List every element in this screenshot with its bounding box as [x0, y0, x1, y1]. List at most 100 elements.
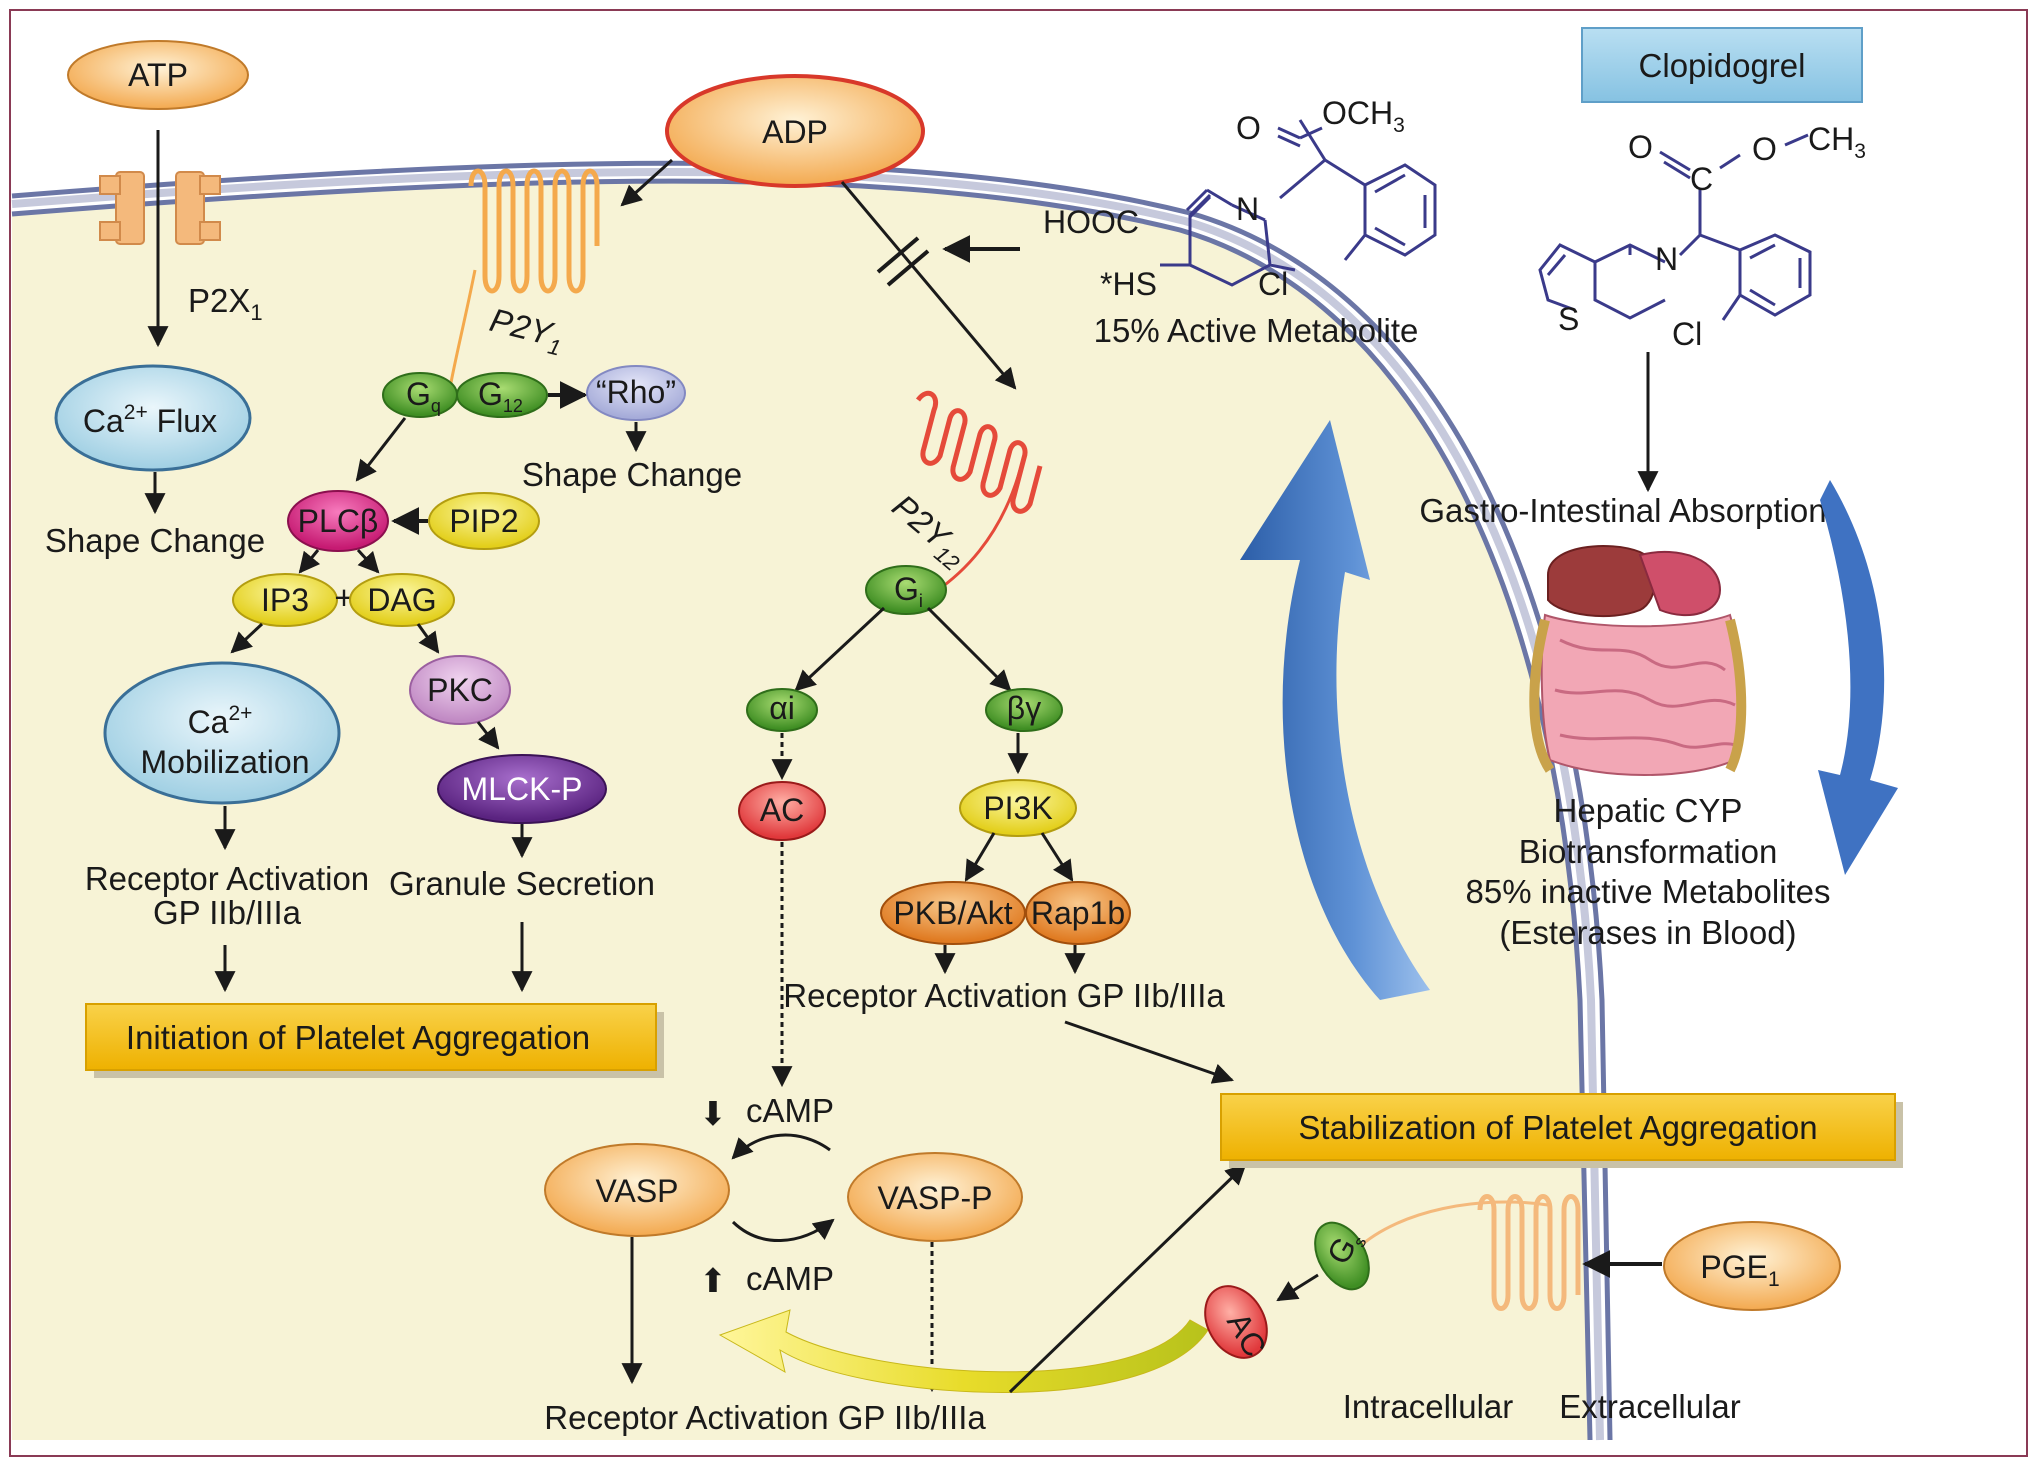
vasp-p-node — [847, 1152, 1023, 1242]
gp-iib-iiia-1: GP IIb/IIIa — [153, 894, 302, 931]
p2y12-receptor — [915, 390, 1043, 514]
granule-secretion: Granule Secretion — [389, 865, 655, 902]
plcb-node — [287, 490, 389, 552]
stabilization-label: Stabilization of Platelet Aggregation — [1298, 1109, 1817, 1146]
chem-clopi-o2: O — [1752, 131, 1777, 167]
rap1b-label: Rap1b — [1031, 895, 1125, 931]
ip3-node — [232, 573, 338, 627]
pi3k-node — [959, 779, 1077, 837]
gi-to-beta-arrow — [926, 606, 1012, 692]
gs-to-ac-arrow — [1276, 1273, 1319, 1302]
ca-mobilization-node — [103, 661, 341, 805]
receptor-activation-2: Receptor Activation GP IIb/IIIa — [783, 977, 1225, 1014]
receptor-activation-1: Receptor Activation — [85, 860, 369, 897]
ca-mobilization-line2: Mobilization — [141, 744, 310, 780]
vasp-label: VASP — [596, 1173, 679, 1209]
pkc-label: PKC — [427, 672, 493, 708]
gq-label: Gq — [406, 376, 441, 416]
hepatic-line1: Hepatic CYP — [1554, 792, 1743, 829]
block-bar-1 — [876, 236, 920, 274]
plus-sign: + — [334, 579, 353, 616]
ca-flux-label: Ca2+ Flux — [83, 401, 217, 439]
chem-clopi-o1: O — [1628, 129, 1653, 165]
pip2-label: PIP2 — [449, 503, 518, 539]
p2y1-receptor — [468, 168, 600, 294]
plcb-to-dag-arrow — [356, 548, 380, 574]
initiation-label: Initiation of Platelet Aggregation — [126, 1019, 590, 1056]
pkc-to-mlck-arrow — [476, 721, 500, 750]
mlck-label: MLCK-P — [462, 771, 583, 807]
gi-to-alpha-arrow — [794, 606, 886, 692]
atp-label: ATP — [128, 57, 188, 93]
pge1-receptor — [1477, 1194, 1581, 1311]
ac-label-1: AC — [760, 792, 804, 828]
receptor-3-to-stabilization-arrow — [1008, 1163, 1247, 1394]
chem-active-hooc: HOOC — [1043, 204, 1139, 240]
pip2-node — [428, 492, 540, 550]
chem-clopi-n: N — [1655, 241, 1678, 277]
pge1-receptor-tail — [1356, 1200, 1549, 1250]
chem-active-o: O — [1236, 110, 1261, 146]
pkc-node — [409, 655, 511, 725]
adp-node — [665, 74, 925, 188]
clopidogrel-structure — [1538, 133, 1812, 321]
chem-clopi-c: C — [1690, 161, 1713, 197]
chem-active-hs: *HS — [1100, 266, 1157, 302]
initiation-box — [85, 1003, 657, 1071]
chem-active-cl: Cl — [1258, 266, 1288, 302]
adp-to-p2y12-arrow — [840, 181, 1017, 390]
ip3-label: IP3 — [261, 582, 309, 618]
chem-active-och3: OCH3 — [1322, 95, 1405, 137]
stabilization-box — [1220, 1093, 1896, 1161]
gi-label: Gi — [894, 571, 923, 611]
adp-label: ADP — [762, 114, 828, 150]
pkb-label: PKB/Akt — [893, 895, 1012, 931]
dag-node — [349, 573, 455, 627]
ca-flux-node — [54, 364, 252, 472]
ca-mobilization-line1: Ca2+ — [188, 702, 253, 740]
hepatic-line2: Biotransformation — [1519, 833, 1778, 870]
block-bar-2 — [886, 249, 930, 287]
gq-to-plcb-arrow — [355, 417, 407, 482]
ip3-to-ca-arrow — [230, 622, 264, 654]
active-metabolite-structure — [1160, 119, 1437, 287]
chem-clopi-cl: Cl — [1672, 316, 1702, 352]
clopidogrel-box — [1581, 27, 1863, 103]
camp-cycle-top-arrow — [731, 1133, 831, 1160]
chem-active-n: N — [1236, 191, 1259, 227]
active-metabolite-label: 15% Active Metabolite — [1094, 312, 1419, 349]
pi3k-to-pkb-arrow — [964, 832, 996, 882]
g12-label: G12 — [478, 376, 523, 416]
extracellular-label: Extracellular — [1559, 1388, 1741, 1425]
adp-to-p2y1-arrow — [620, 158, 674, 207]
gi-absorption-label: Gastro-Intestinal Absorption — [1419, 492, 1826, 529]
gi-node — [865, 565, 947, 615]
camp-down-arrow: ⬇ — [699, 1095, 727, 1132]
g12-node — [456, 372, 548, 418]
vasp-node — [544, 1143, 730, 1237]
shape-change-1: Shape Change — [45, 522, 265, 559]
pi3k-to-rap-arrow — [1040, 832, 1074, 882]
receptor-2-to-stabilization-arrow — [1064, 1020, 1234, 1084]
vasp-p-label: VASP-P — [878, 1180, 993, 1216]
membrane-inner — [11, 178, 1593, 1441]
p2x1-channel — [99, 171, 221, 245]
intracellular-label: Intracellular — [1343, 1388, 1514, 1425]
mlck-node — [437, 754, 607, 824]
pge1-node — [1663, 1221, 1841, 1311]
hepatic-line4: (Esterases in Blood) — [1499, 914, 1796, 951]
camp-cycle-bottom-arrow — [731, 1218, 835, 1242]
clopidogrel-label: Clopidogrel — [1639, 47, 1806, 84]
hepatic-line3: 85% inactive Metabolites — [1465, 873, 1830, 910]
p2x1-label: P2X1 — [188, 282, 263, 325]
plcb-label: PLCβ — [298, 503, 379, 539]
camp-up-arrow: ⬆ — [699, 1262, 727, 1299]
rho-label: “Rho” — [596, 374, 676, 410]
pge1-label: PGE1 — [1700, 1249, 1779, 1291]
receptor-activation-3: Receptor Activation GP IIb/IIIa — [544, 1399, 986, 1436]
shape-change-2: Shape Change — [522, 456, 742, 493]
blue-down-arrow — [1818, 480, 1898, 875]
plcb-to-ip3-arrow — [298, 549, 321, 574]
